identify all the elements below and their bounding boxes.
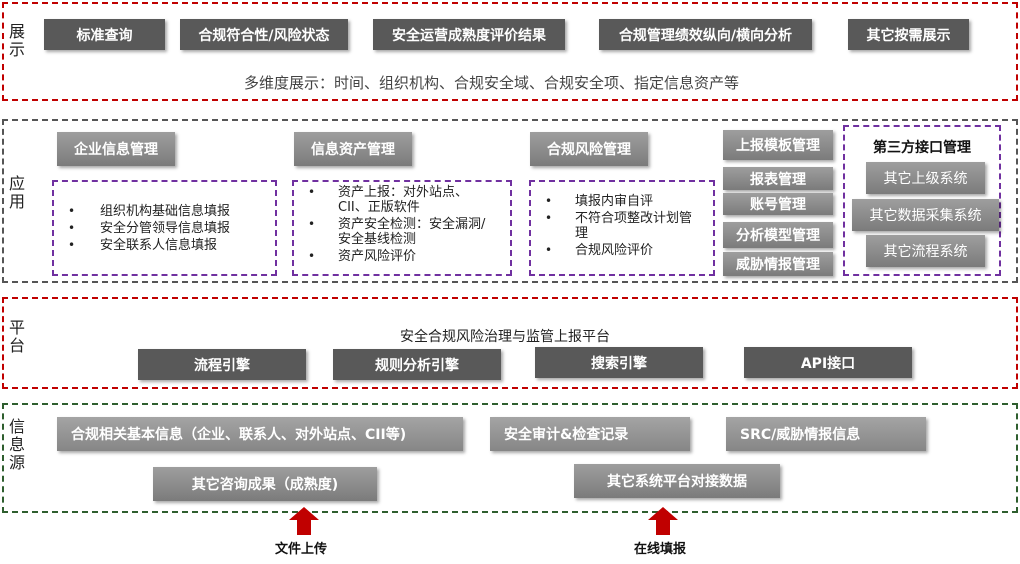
rule-engine-button[interactable]: 规则分析引擎 bbox=[333, 349, 501, 380]
list-item: 安全分管领导信息填报 bbox=[54, 221, 275, 236]
search-engine-button[interactable]: 搜索引擎 bbox=[535, 347, 703, 378]
online-fill-arrow-icon bbox=[648, 507, 678, 535]
consulting-result-button[interactable]: 其它咨询成果（成熟度) bbox=[153, 467, 377, 501]
src-threat-intel-button[interactable]: SRC/威胁情报信息 bbox=[726, 417, 926, 451]
api-interface-button[interactable]: API接口 bbox=[744, 347, 912, 378]
system-integration-button[interactable]: 其它系统平台对接数据 bbox=[574, 464, 780, 498]
account-button[interactable]: 账号管理 bbox=[723, 193, 833, 215]
list-item: 合规风险评价 bbox=[531, 243, 713, 258]
source-layer-title: 信息源 bbox=[9, 417, 26, 472]
third-party-box bbox=[843, 125, 1001, 276]
standard-query-button[interactable]: 标准查询 bbox=[44, 19, 165, 50]
online-fill-label: 在线填报 bbox=[634, 542, 687, 557]
compliance-basic-info-button[interactable]: 合规相关基本信息（企业、联系人、对外站点、CII等) bbox=[57, 417, 463, 451]
list-item: 资产安全检测：安全漏洞/安全基线检测 bbox=[294, 217, 510, 247]
platform-layer bbox=[2, 297, 1018, 389]
report-button[interactable]: 报表管理 bbox=[723, 167, 833, 190]
compliance-risk-button[interactable]: 合规风险管理 bbox=[530, 132, 648, 166]
enterprise-info-button[interactable]: 企业信息管理 bbox=[57, 132, 175, 166]
analysis-model-button[interactable]: 分析模型管理 bbox=[723, 222, 833, 248]
compliance-risk-status-button[interactable]: 合规符合性/风险状态 bbox=[180, 19, 348, 50]
application-layer bbox=[2, 119, 1018, 283]
display-layer bbox=[2, 2, 1018, 101]
threat-intel-button[interactable]: 威胁情报管理 bbox=[723, 252, 833, 276]
file-upload-label: 文件上传 bbox=[275, 542, 328, 557]
application-layer-title: 应用 bbox=[9, 174, 26, 211]
list-item: 不符合项整改计划管理 bbox=[531, 211, 713, 241]
list-item: 填报内审自评 bbox=[531, 194, 713, 209]
audit-record-button[interactable]: 安全审计&检查记录 bbox=[490, 417, 690, 451]
other-display-button[interactable]: 其它按需展示 bbox=[848, 19, 969, 50]
maturity-evaluation-button[interactable]: 安全运营成熟度评价结果 bbox=[373, 19, 565, 50]
display-layer-title: 展示 bbox=[9, 22, 26, 59]
upload-arrow-icon bbox=[289, 507, 319, 535]
platform-subtitle: 安全合规风险治理与监管上报平台 bbox=[400, 329, 610, 345]
list-item: 资产上报：对外站点、CII、正版软件 bbox=[294, 185, 510, 215]
workflow-system-button[interactable]: 其它流程系统 bbox=[866, 235, 985, 267]
workflow-engine-button[interactable]: 流程引擎 bbox=[138, 349, 306, 380]
report-template-button[interactable]: 上报模板管理 bbox=[723, 130, 833, 160]
third-party-title: 第三方接口管理 bbox=[873, 140, 971, 156]
upper-system-button[interactable]: 其它上级系统 bbox=[866, 162, 985, 194]
platform-layer-title: 平台 bbox=[9, 318, 26, 355]
list-item: 安全联系人信息填报 bbox=[54, 238, 275, 253]
display-subtitle: 多维度展示：时间、组织机构、合规安全域、合规安全项、指定信息资产等 bbox=[244, 74, 740, 92]
data-collection-button[interactable]: 其它数据采集系统 bbox=[852, 199, 999, 231]
source-layer bbox=[2, 403, 1018, 513]
list-item: 组织机构基础信息填报 bbox=[54, 204, 275, 219]
list-item: 资产风险评价 bbox=[294, 249, 510, 264]
compliance-risk-list: 填报内审自评 不符合项整改计划管理 合规风险评价 bbox=[529, 180, 715, 276]
enterprise-info-list: 组织机构基础信息填报 安全分管领导信息填报 安全联系人信息填报 bbox=[52, 180, 277, 276]
asset-info-button[interactable]: 信息资产管理 bbox=[294, 132, 412, 166]
performance-analysis-button[interactable]: 合规管理绩效纵向/横向分析 bbox=[599, 19, 812, 50]
asset-info-list: 资产上报：对外站点、CII、正版软件 资产安全检测：安全漏洞/安全基线检测 资产… bbox=[292, 180, 512, 276]
